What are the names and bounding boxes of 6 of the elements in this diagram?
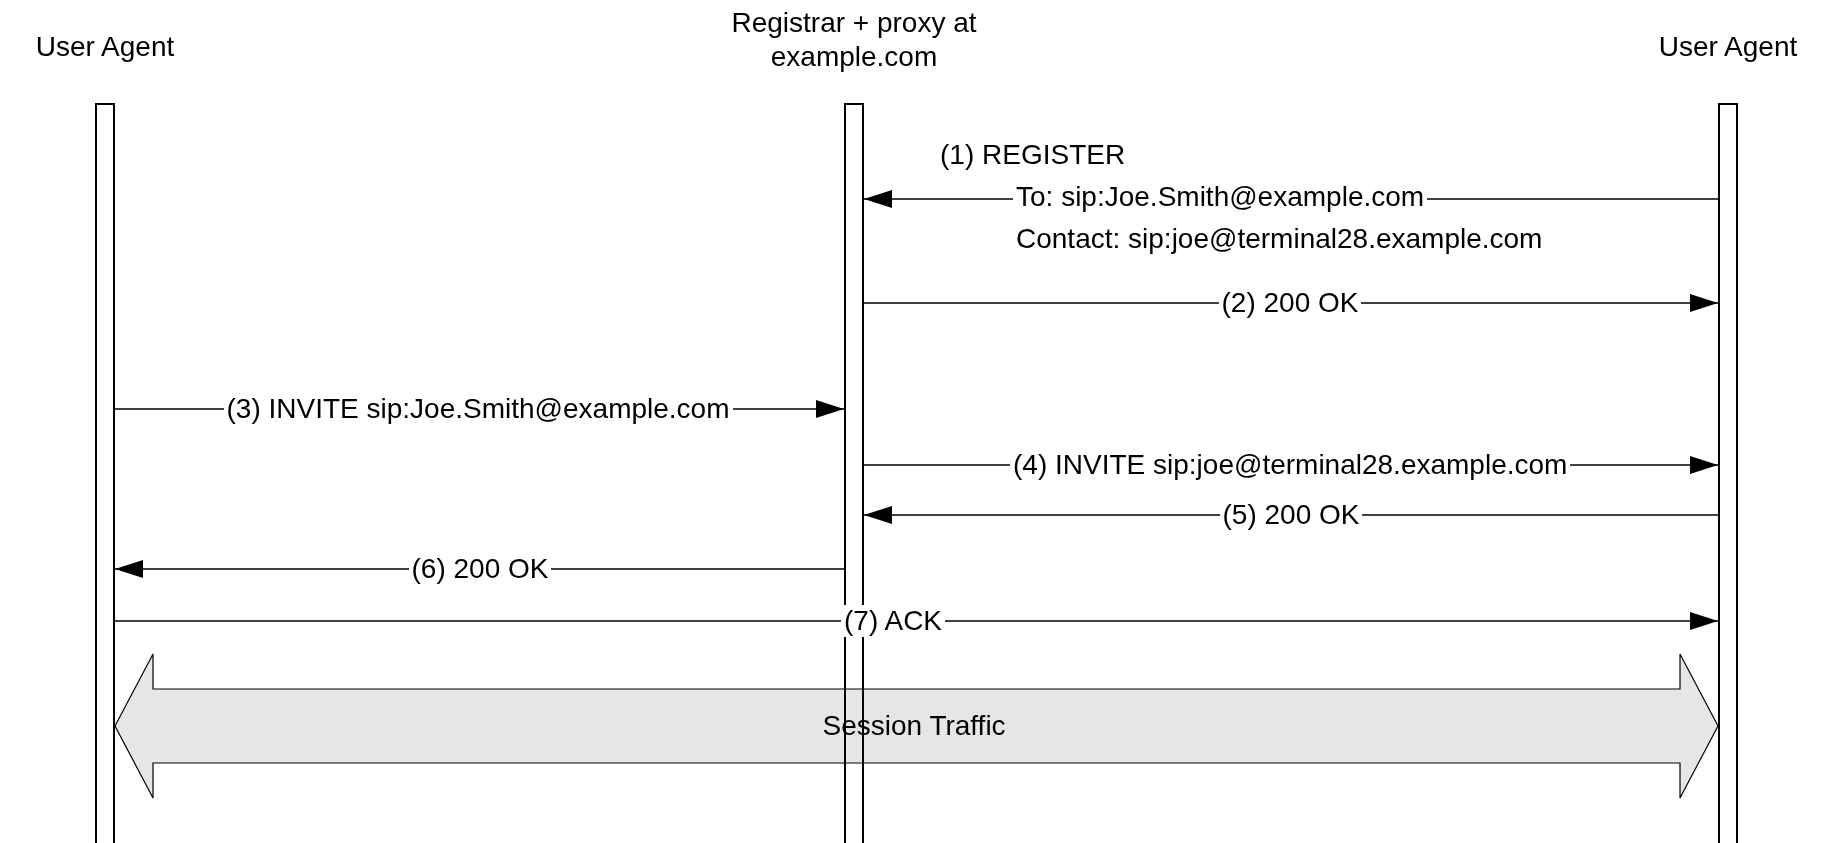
lifeline-heading: Registrar + proxy at example.com <box>730 6 978 74</box>
lifeline-heading: User Agent <box>34 30 176 64</box>
message-arrow <box>114 612 1719 630</box>
message-label: (7) ACK <box>841 605 946 637</box>
block-arrow <box>114 653 1719 799</box>
lifeline-heading: User Agent <box>1657 30 1799 64</box>
